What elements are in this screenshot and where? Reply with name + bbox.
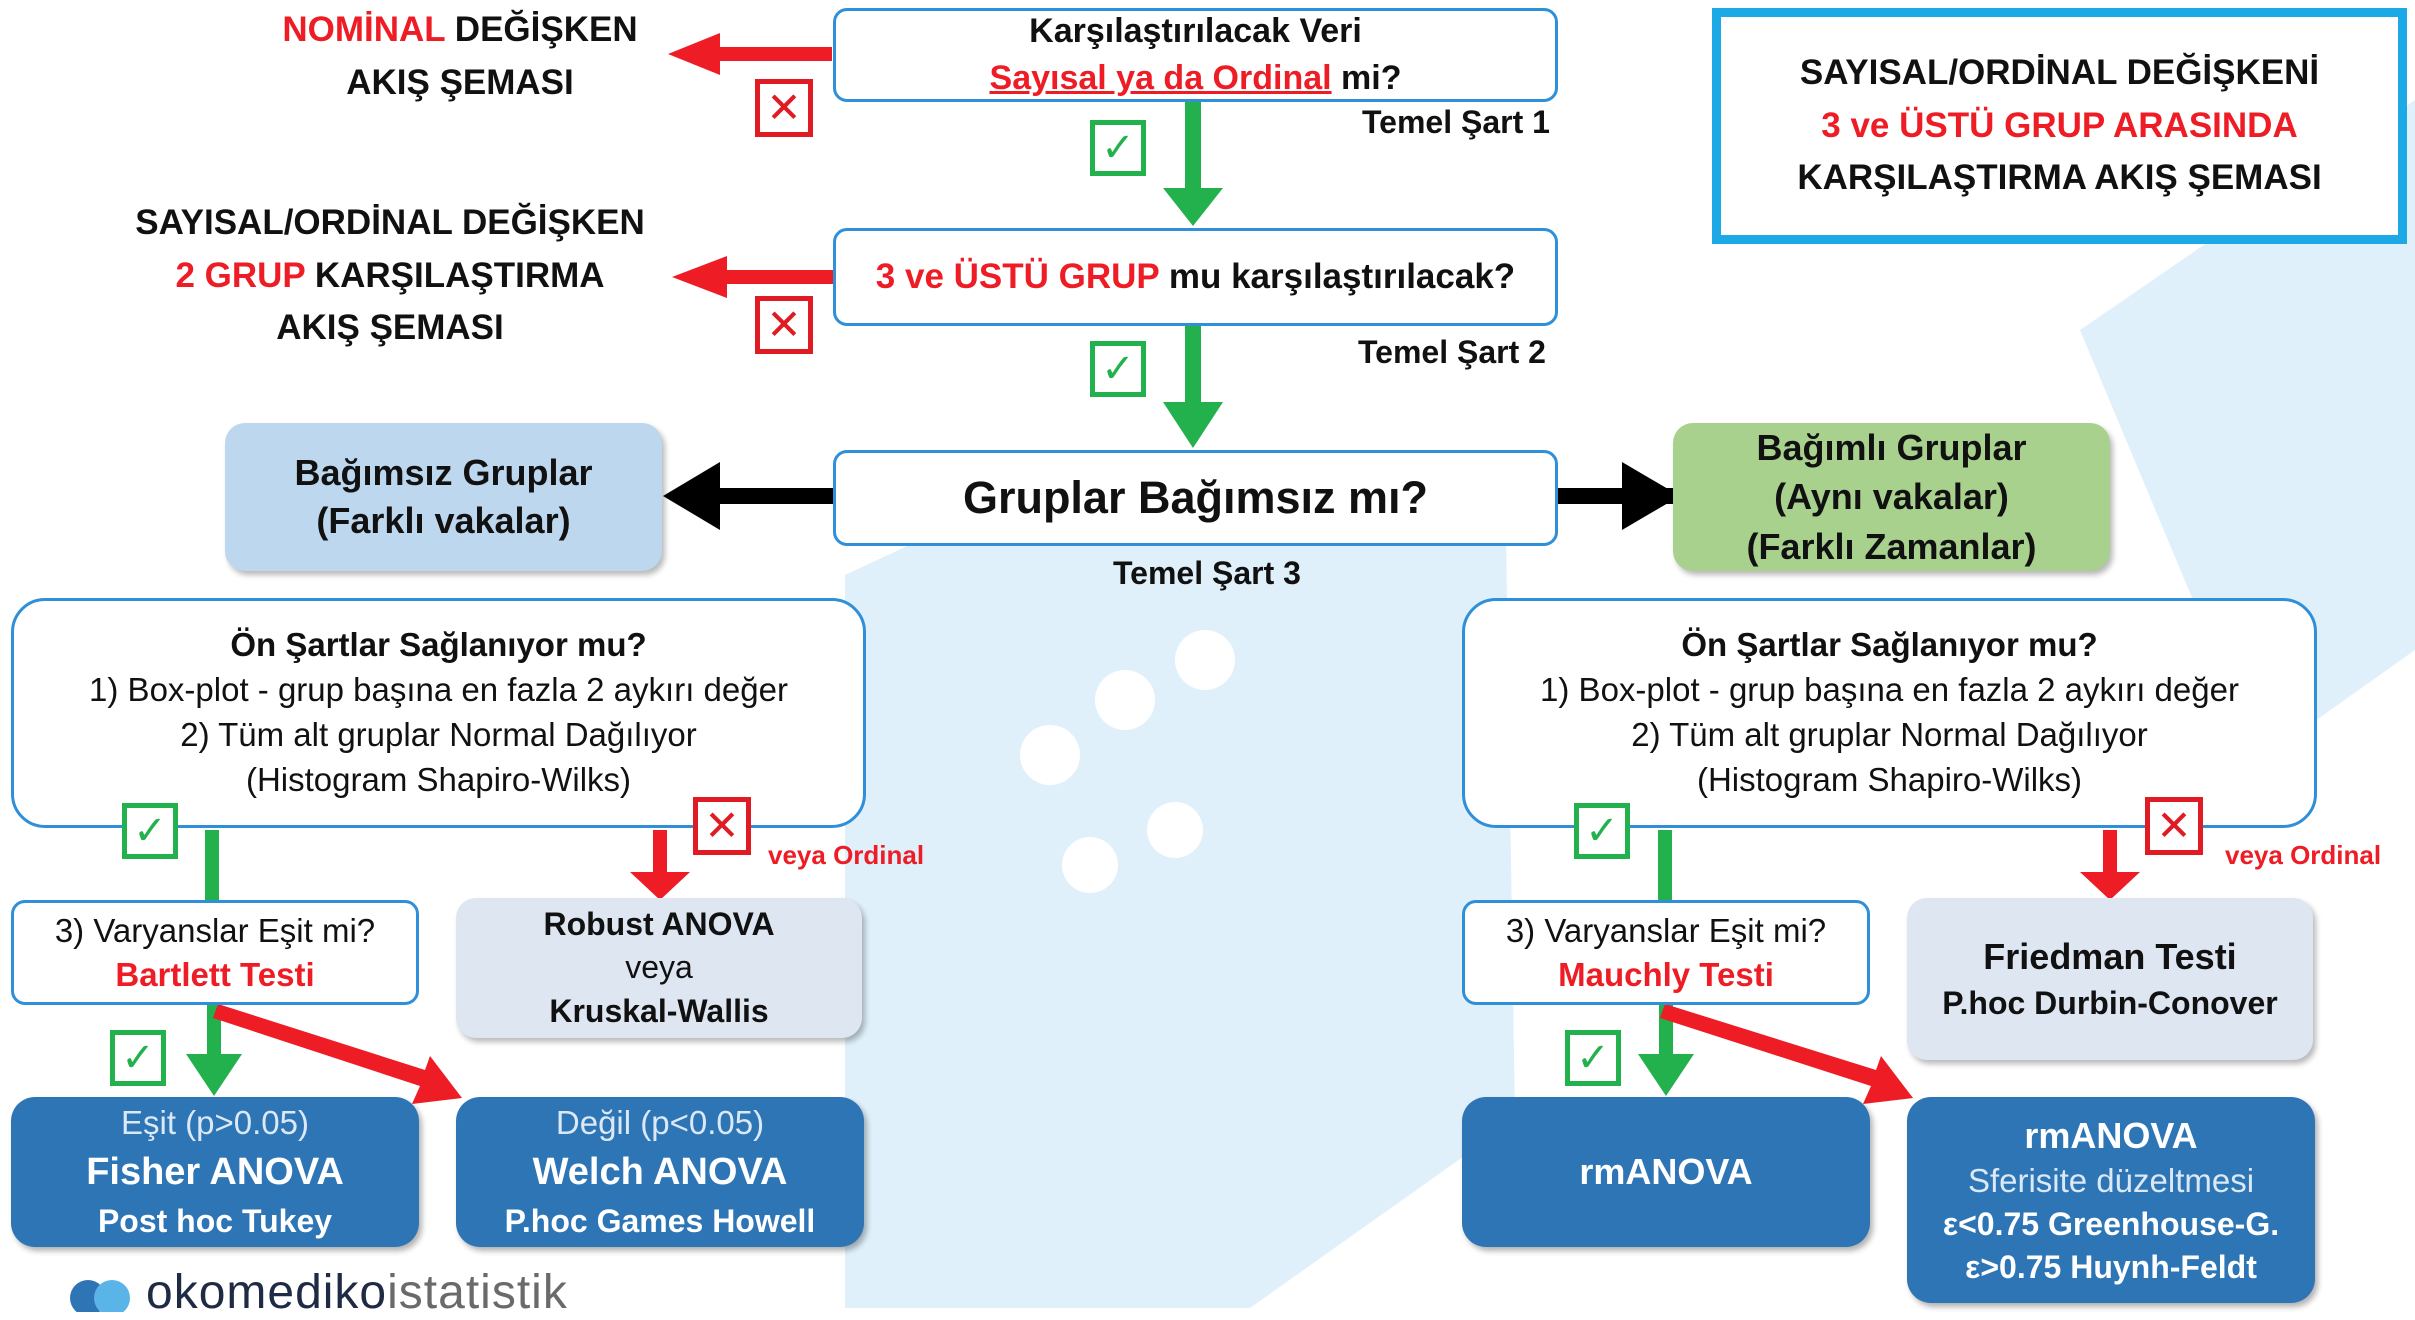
check-icon: ✓ <box>1565 1030 1621 1086</box>
rmanova-correction-box: rmANOVA Sferisite düzeltmesi ε<0.75 Gree… <box>1907 1097 2315 1303</box>
red-arrow-to-nominal <box>668 33 832 75</box>
nominal-flow-label: NOMİNAL DEĞİŞKEN AKIŞ ŞEMASI <box>282 10 638 102</box>
black-arrow-to-dependent <box>1557 462 1680 530</box>
cross-icon: ✕ <box>693 797 751 855</box>
two-group-flow-label: SAYISAL/ORDİNAL DEĞİŞKEN 2 GRUP KARŞILAŞ… <box>135 203 645 347</box>
dependent-groups-box: Bağımlı Gruplar (Aynı vakalar) (Farklı Z… <box>1673 423 2110 571</box>
logo-text: okomedikoistatistik <box>146 1265 568 1319</box>
check-icon: ✓ <box>1574 803 1630 859</box>
green-line-left-prereq <box>205 830 219 900</box>
red-arrow-right-rmanova-corr <box>1660 1004 1913 1104</box>
red-arrow-left-robust <box>630 830 690 900</box>
condition-3-label: Temel Şart 3 <box>1113 555 1301 591</box>
red-arrow-right-friedman <box>2080 830 2140 900</box>
green-arrow-q1-q2 <box>1163 100 1223 226</box>
cross-icon: ✕ <box>755 79 813 137</box>
question-three-groups: 3 ve ÜSTÜ GRUP mu karşılaştırılacak? <box>833 228 1558 326</box>
q2-text: 3 ve ÜSTÜ GRUP mu karşılaştırılacak? <box>875 256 1516 296</box>
black-arrow-to-independent <box>663 462 833 530</box>
check-icon: ✓ <box>122 803 178 859</box>
q1-line-2: Sayısal ya da Ordinal mi? <box>989 59 1402 97</box>
check-icon: ✓ <box>110 1030 166 1086</box>
brand-logo: okomedikoistatistik <box>66 1266 568 1319</box>
prerequisites-right: Ön Şartlar Sağlanıyor mu? 1) Box-plot - … <box>1462 598 2317 828</box>
q1-line-1: Karşılaştırılacak Veri <box>1029 12 1362 51</box>
green-line-right-prereq <box>1658 830 1672 900</box>
condition-1-label: Temel Şart 1 <box>1362 104 1550 140</box>
rmanova-box: rmANOVA <box>1462 1097 1870 1247</box>
check-icon: ✓ <box>1090 120 1146 176</box>
title-line-2: 3 ve ÜSTÜ GRUP ARASINDA <box>1821 105 2298 145</box>
variance-question-left: 3) Varyanslar Eşit mi? Bartlett Testi <box>11 900 419 1005</box>
cross-icon: ✕ <box>2145 797 2203 855</box>
condition-2-label: Temel Şart 2 <box>1358 334 1546 370</box>
fisher-anova-box: Eşit (p>0.05) Fisher ANOVA Post hoc Tuke… <box>11 1097 419 1247</box>
friedman-test-box: Friedman Testi P.hoc Durbin-Conover <box>1907 898 2313 1060</box>
prerequisites-left: Ön Şartlar Sağlanıyor mu? 1) Box-plot - … <box>11 598 866 828</box>
welch-anova-box: Değil (p<0.05) Welch ANOVA P.hoc Games H… <box>456 1097 864 1247</box>
robust-anova-box: Robust ANOVA veya Kruskal-Wallis <box>456 898 862 1038</box>
independent-groups-box: Bağımsız Gruplar (Farklı vakalar) <box>225 423 662 571</box>
question-independent-groups: Gruplar Bağımsız mı? <box>833 450 1558 546</box>
logo-icon <box>70 1280 130 1312</box>
or-ordinal-right-label: veya Ordinal <box>2225 840 2382 870</box>
title-line-3: KARŞILAŞTIRMA AKIŞ ŞEMASI <box>1797 158 2322 198</box>
red-arrow-left-welch <box>213 1004 462 1104</box>
title-line-1: SAYISAL/ORDİNAL DEĞİŞKENİ <box>1799 53 2320 93</box>
cross-icon: ✕ <box>755 296 813 354</box>
or-ordinal-left-label: veya Ordinal <box>768 840 925 870</box>
green-arrow-q2-q3 <box>1163 326 1223 448</box>
red-arrow-to-two-group <box>672 256 834 298</box>
question-data-type: Karşılaştırılacak Veri Sayısal ya da Ord… <box>833 8 1558 102</box>
chart-title-box: SAYISAL/ORDİNAL DEĞİŞKENİ 3 ve ÜSTÜ GRUP… <box>1712 8 2407 244</box>
variance-question-right: 3) Varyanslar Eşit mi? Mauchly Testi <box>1462 900 1870 1005</box>
check-icon: ✓ <box>1090 341 1146 397</box>
